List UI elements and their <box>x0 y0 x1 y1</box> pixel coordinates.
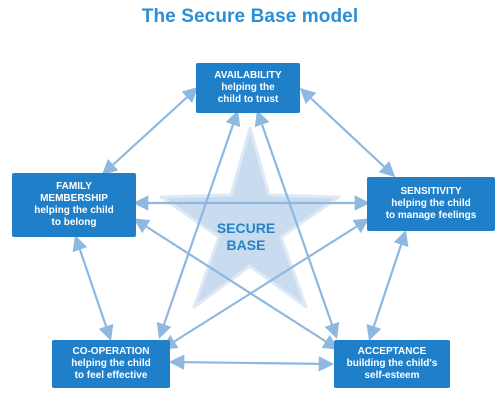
secure-base-line2: BASE <box>226 237 266 253</box>
secure-base-line1: SECURE <box>216 220 276 236</box>
arrow-availability-sensitivity <box>299 87 396 178</box>
sensitivity-heading: SENSITIVITY <box>400 186 462 197</box>
secure-base-star <box>159 126 341 309</box>
arrow-sensitivity-cooperation <box>161 218 370 350</box>
cooperation-heading: CO-OPERATION <box>72 346 150 357</box>
secure-base-label: SECURE BASE <box>196 220 296 254</box>
node-acceptance: ACCEPTANCE building the child's self-est… <box>334 340 450 388</box>
arrow-sensitivity-acceptance <box>366 230 409 341</box>
sensitivity-line1: helping the child <box>391 198 471 209</box>
family-heading-line2: MEMBERSHIP <box>40 193 108 204</box>
family-line2: to belong <box>51 217 97 228</box>
cooperation-line2: to feel effective <box>74 370 148 381</box>
arrow-cooperation-family <box>72 235 114 341</box>
acceptance-line1: building the child's <box>346 358 438 369</box>
availability-line2: child to trust <box>217 94 279 105</box>
node-availability: AVAILABILITY helping the child to trust <box>196 63 300 113</box>
node-sensitivity: SENSITIVITY helping the child to manage … <box>367 177 495 231</box>
cooperation-line1: helping the child <box>71 358 151 369</box>
acceptance-heading: ACCEPTANCE <box>357 346 427 357</box>
family-line1: helping the child <box>34 205 114 216</box>
diagram-title: The Secure Base model <box>141 6 359 27</box>
node-cooperation: CO-OPERATION helping the child to feel e… <box>52 340 170 388</box>
family-heading-line1: FAMILY <box>56 181 92 192</box>
availability-heading: AVAILABILITY <box>214 70 282 81</box>
sensitivity-line2: to manage feelings <box>385 210 477 221</box>
arrow-family-availability <box>101 86 199 176</box>
availability-line1: helping the <box>221 82 275 93</box>
arrow-acceptance-cooperation <box>168 354 335 372</box>
acceptance-line2: self-esteem <box>364 370 420 381</box>
node-family-membership: FAMILY MEMBERSHIP helping the child to b… <box>12 173 136 237</box>
